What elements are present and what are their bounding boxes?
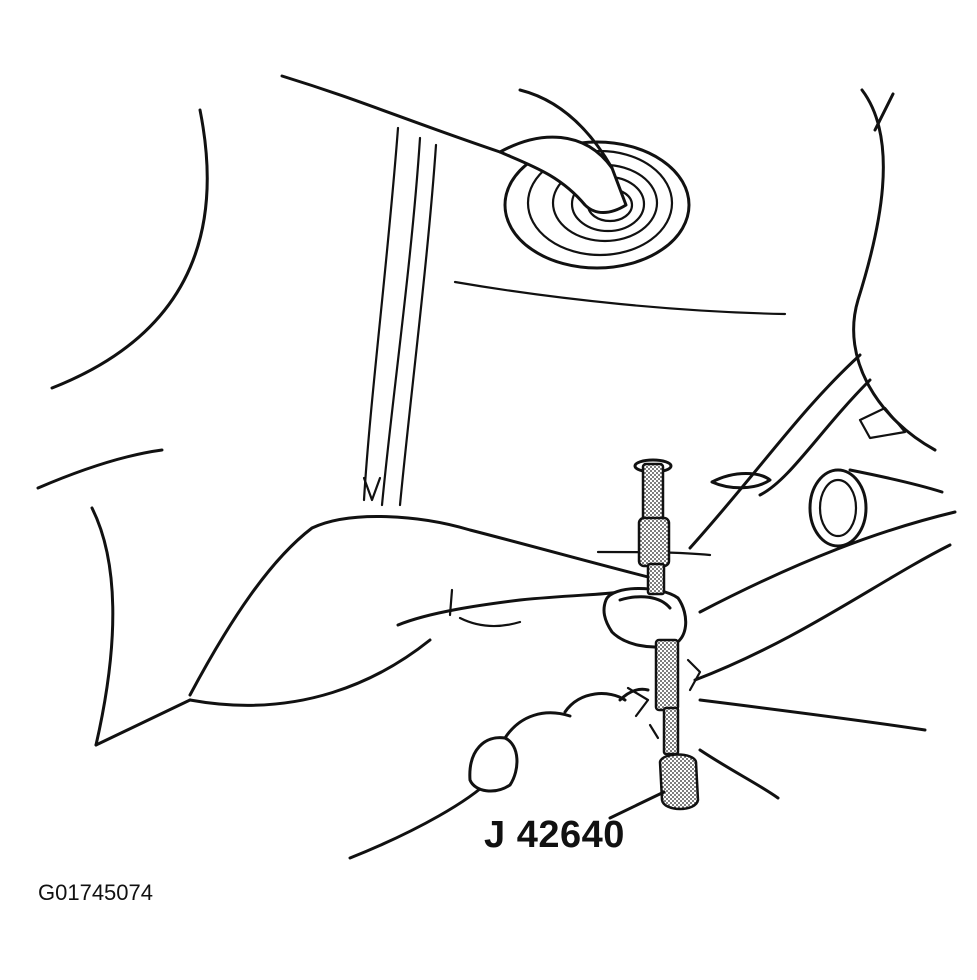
- tool-label: J 42640: [484, 814, 625, 856]
- tool-j42640: [633, 458, 700, 811]
- grommet-plug: [498, 88, 691, 270]
- label-leader-line: [608, 790, 666, 820]
- background-body-panel: [36, 74, 787, 747]
- right-body-structure: [596, 88, 957, 732]
- figure-id: G01745074: [38, 880, 153, 905]
